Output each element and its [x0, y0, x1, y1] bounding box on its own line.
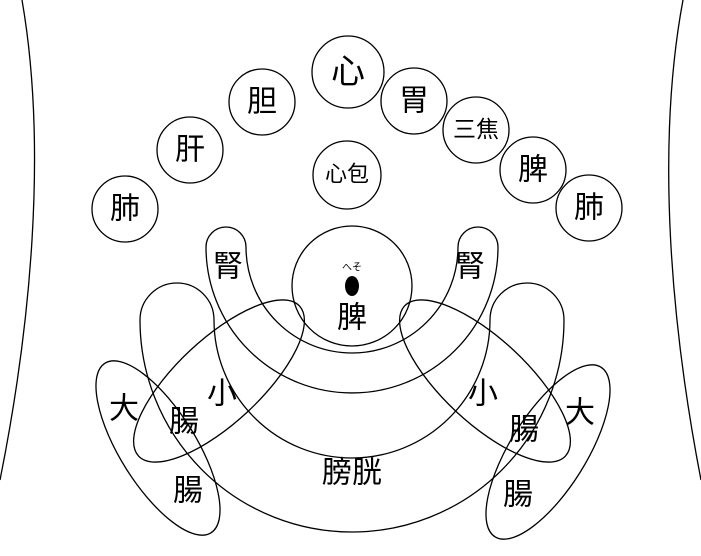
- small-intestine-right-char1: 小: [468, 377, 498, 412]
- pericardium-circle: [312, 140, 382, 210]
- spleen-right-label: 脾: [518, 153, 548, 188]
- liver-label: 肝: [175, 133, 205, 168]
- small-intestine-right-char2: 腸: [509, 413, 539, 448]
- lung-right-label: 肺: [574, 191, 604, 226]
- triple-burner-label: 三焦: [453, 117, 499, 143]
- navel-dot: [345, 276, 359, 296]
- small-intestine-left-char2: 腸: [169, 405, 199, 440]
- large-intestine-right-ellipse: [485, 364, 611, 540]
- spleen-center-circle: [291, 225, 413, 347]
- small-intestine-right-ellipse: [398, 299, 572, 463]
- bladder-label: 膀胱: [322, 456, 382, 491]
- large-intestine-left-ellipse: [95, 360, 221, 536]
- large-intestine-left-char2: 腸: [173, 474, 203, 509]
- heart-circle: [311, 35, 385, 109]
- small-intestine-left-char1: 小: [207, 377, 237, 412]
- heart-label: 心: [331, 52, 365, 92]
- stomach-label: 胃: [399, 84, 429, 119]
- lung-right-circle: [555, 174, 623, 242]
- spleen-center-label: 脾: [337, 301, 367, 336]
- kidney-left-label: 腎: [213, 250, 243, 285]
- torso-left-edge: [0, 0, 36, 481]
- stomach-circle: [380, 67, 448, 135]
- small-intestine-left-ellipse: [132, 299, 306, 463]
- large-intestine-right-char1: 大: [565, 396, 595, 431]
- large-intestine-right-char2: 腸: [503, 478, 533, 513]
- liver-circle: [156, 116, 224, 184]
- triple-burner-circle: [442, 96, 510, 164]
- pericardium-label: 心包: [325, 163, 369, 188]
- spleen-right-circle: [499, 136, 567, 204]
- gallbladder-circle: [228, 68, 296, 136]
- lung-left-label: 肺: [110, 192, 140, 227]
- torso-right-edge: [668, 0, 701, 481]
- navel-reading-label: へそ: [342, 262, 362, 274]
- gallbladder-label: 胆: [247, 85, 277, 120]
- lung-left-circle: [91, 175, 159, 243]
- kidney-band: [205, 226, 499, 394]
- large-intestine-left-char1: 大: [109, 392, 139, 427]
- kidney-right-label: 腎: [455, 250, 485, 285]
- small-intestine-bladder-band: [139, 282, 565, 533]
